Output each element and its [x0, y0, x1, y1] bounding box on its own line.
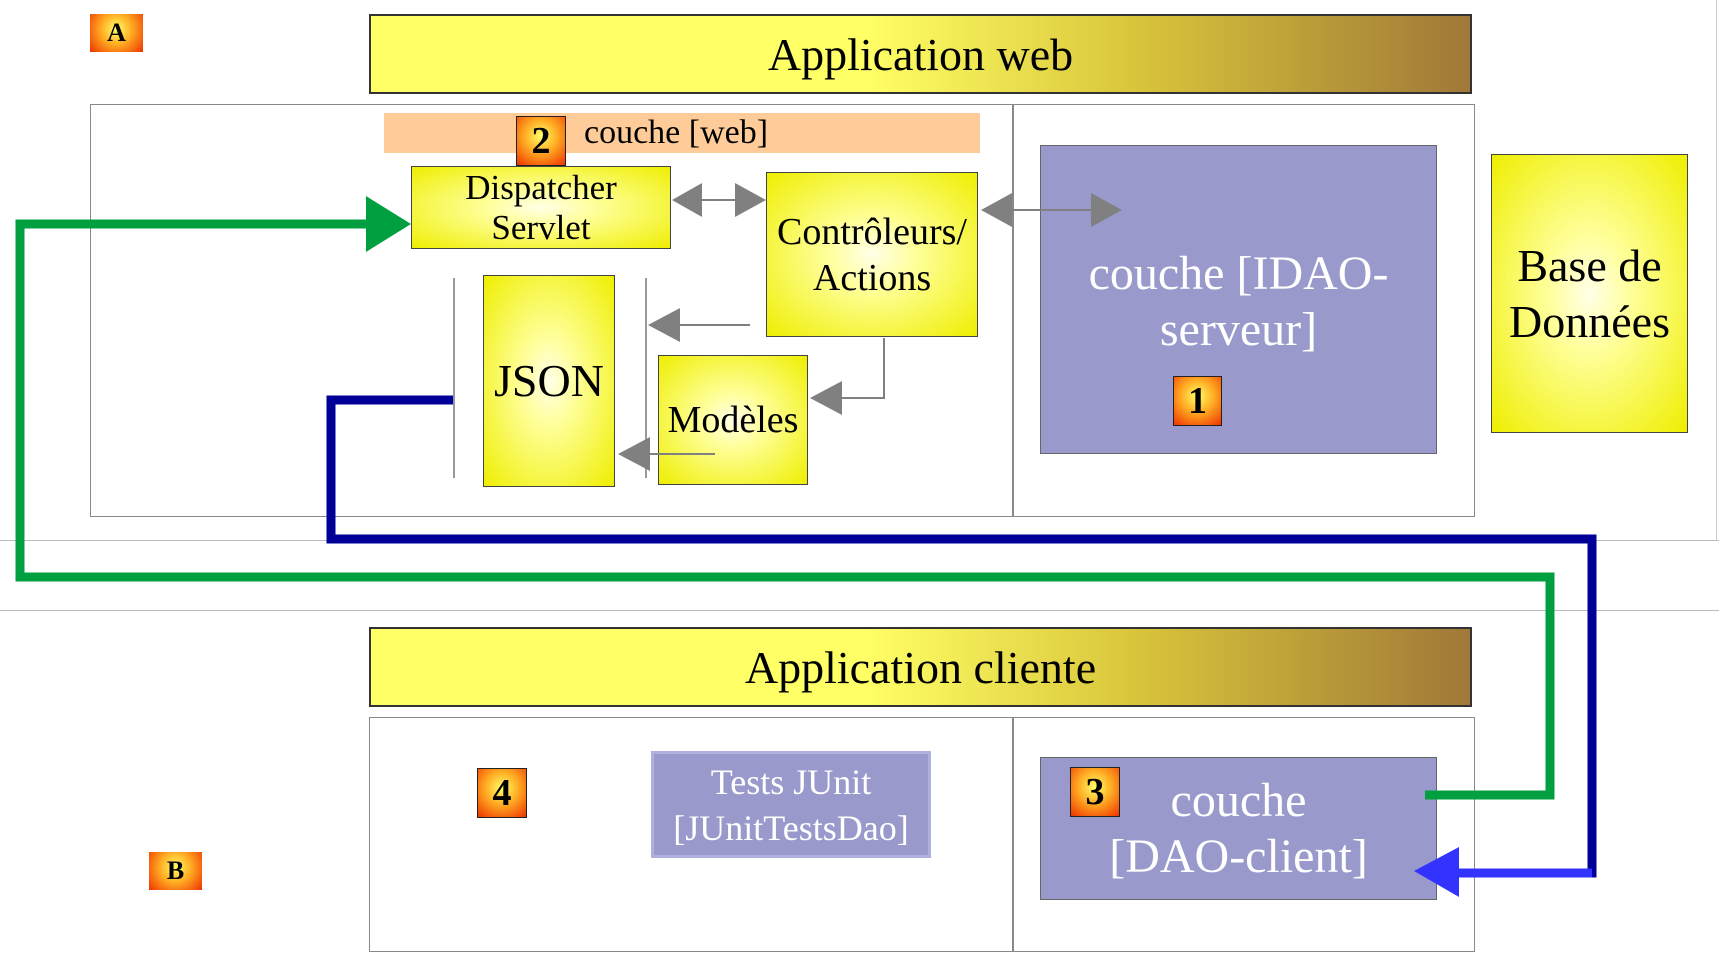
controllers-idao-head-right: [1091, 193, 1122, 227]
web-layer-strip: [384, 113, 980, 153]
controllers-to-models-line: [840, 338, 885, 399]
json-left-line: [453, 278, 455, 478]
section-a-badge: A: [90, 14, 143, 52]
junit-tests-box: Tests JUnit [JUnitTestsDao]: [651, 751, 931, 858]
web-app-title: Application web: [369, 14, 1472, 94]
section-right-border: [1716, 0, 1717, 540]
dispatcher-servlet-box: Dispatcher Servlet: [411, 166, 671, 249]
controllers-idao-head-left: [981, 193, 1012, 227]
models-box: Modèles: [658, 355, 808, 485]
section-b-badge: B: [149, 852, 202, 890]
badge-3: 3: [1070, 767, 1120, 817]
dispatcher-controllers-head-right: [735, 183, 766, 217]
dispatcher-controllers-head-left: [672, 183, 702, 217]
badge-4: 4: [477, 768, 527, 818]
models-to-json-head: [618, 437, 650, 471]
controllers-to-models-head: [810, 381, 842, 415]
green-request-flow-line: [15, 219, 1555, 800]
client-app-title: Application cliente: [369, 627, 1472, 707]
dao-client-box: couche [DAO-client]: [1040, 757, 1437, 900]
green-arrowhead: [366, 196, 411, 252]
blue-arrowhead: [1414, 847, 1459, 897]
controllers-actions-box: Contrôleurs/ Actions: [766, 172, 978, 337]
blue-response-flow-line: [326, 395, 1597, 878]
section-divider-bottom: [0, 610, 1719, 611]
idao-server-box: couche [IDAO-serveur]: [1040, 145, 1437, 454]
controllers-to-json-head: [648, 308, 680, 342]
badge-2: 2: [516, 116, 566, 166]
json-box: JSON: [483, 275, 615, 487]
web-app-panel-divider: [1012, 104, 1014, 517]
web-layer-label: couche [web]: [584, 114, 769, 151]
badge-1: 1: [1173, 376, 1222, 426]
database-box: Base de Données: [1491, 154, 1688, 433]
client-app-panel-divider: [1012, 717, 1014, 952]
json-right-line: [645, 278, 647, 478]
